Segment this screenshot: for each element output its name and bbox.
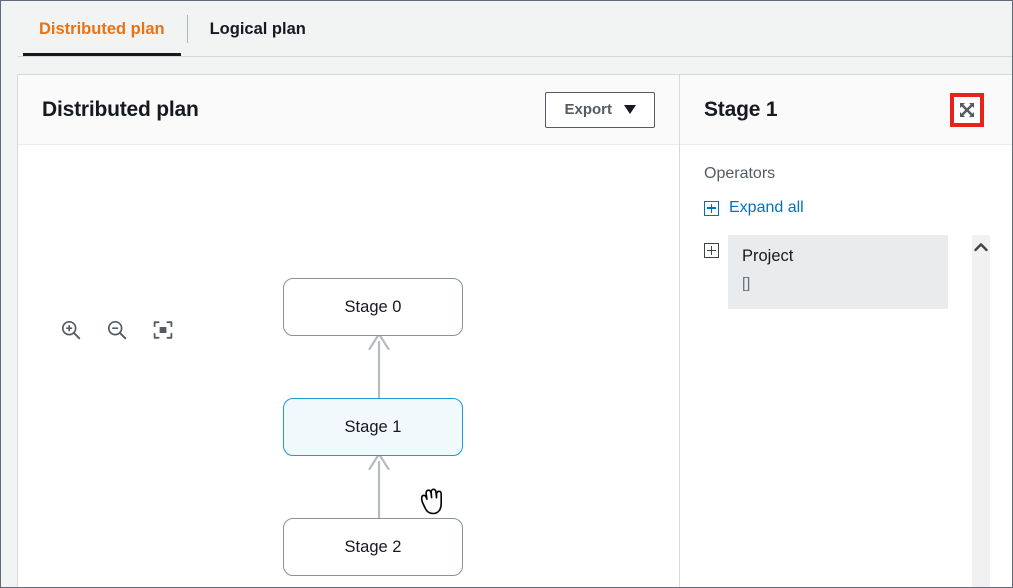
zoom-out-icon[interactable]	[104, 317, 130, 343]
plan-card: Distributed plan Export	[17, 74, 1012, 587]
graph-edge	[366, 453, 392, 519]
page-title: Distributed plan	[42, 97, 199, 121]
stage-graph: Stage 0 Stage 1 Stage 2	[18, 145, 679, 587]
operators-body: Operators Expand all Project []	[680, 145, 1012, 587]
graph-node-stage-1[interactable]: Stage 1	[283, 398, 463, 456]
distributed-plan-pane: Distributed plan Export	[18, 75, 680, 587]
stage-details-header: Stage 1	[680, 75, 1012, 145]
operator-item-project[interactable]: Project []	[728, 235, 948, 309]
zoom-in-icon[interactable]	[58, 317, 84, 343]
tab-distributed-plan[interactable]: Distributed plan	[17, 1, 187, 57]
operators-label: Operators	[704, 165, 776, 182]
expand-all-button[interactable]: Expand all	[704, 199, 804, 217]
tab-separator	[186, 15, 188, 43]
operator-tree-row: Project []	[704, 235, 1012, 309]
expand-all-label: Expand all	[729, 199, 804, 216]
tab-bar-underline	[17, 56, 1012, 57]
chevron-down-icon	[624, 105, 636, 114]
graph-node-stage-0[interactable]: Stage 0	[283, 278, 463, 336]
graph-node-label: Stage 2	[344, 537, 402, 556]
tab-logical-plan[interactable]: Logical plan	[188, 1, 328, 57]
graph-canvas[interactable]: Stage 0 Stage 1 Stage 2	[18, 145, 679, 587]
graph-node-label: Stage 1	[344, 417, 402, 436]
grab-hand-cursor	[415, 482, 449, 520]
operator-title: Project	[742, 247, 794, 265]
fullscreen-expand-button[interactable]	[950, 92, 984, 127]
box-plus-icon	[704, 200, 719, 216]
tab-distributed-plan-label: Distributed plan	[39, 19, 165, 38]
graph-node-label: Stage 0	[344, 297, 402, 316]
fullscreen-expand-icon	[960, 102, 974, 117]
box-plus-icon[interactable]	[704, 243, 719, 258]
stage-details-pane: Stage 1 Operators	[680, 75, 1012, 587]
tab-bar: Distributed plan Logical plan	[1, 1, 1012, 57]
tab-logical-plan-label: Logical plan	[209, 19, 306, 38]
operators-scrollbar[interactable]	[972, 235, 990, 587]
fit-to-screen-icon[interactable]	[150, 317, 176, 343]
distributed-plan-header: Distributed plan Export	[18, 75, 679, 145]
operator-detail: []	[742, 275, 751, 292]
export-button-label: Export	[564, 101, 612, 118]
graph-node-stage-2[interactable]: Stage 2	[283, 518, 463, 576]
zoom-toolbar	[58, 317, 176, 343]
stage-details-title: Stage 1	[704, 97, 778, 121]
export-button[interactable]: Export	[545, 91, 655, 128]
graph-edge	[366, 333, 392, 399]
chevron-up-icon[interactable]	[972, 239, 990, 255]
